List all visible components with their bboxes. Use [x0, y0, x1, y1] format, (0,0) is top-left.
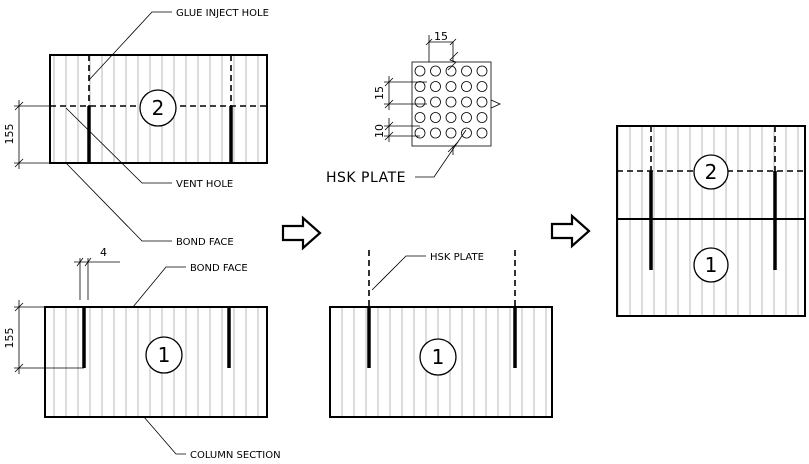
hsk-hole [430, 112, 441, 123]
dim-4-text: 4 [100, 246, 107, 259]
hsk-hole [461, 127, 472, 139]
block-1-number: 1 [158, 343, 171, 367]
combined-outline [616, 125, 806, 317]
hsk-hole [430, 127, 441, 139]
hsk-hole [476, 112, 488, 123]
hsk-hole [476, 81, 488, 92]
block-1-middle: 1 HSK PLATE [329, 250, 553, 418]
arrow-right-icon [281, 215, 322, 251]
column-section-callout: COLUMN SECTION [143, 416, 281, 461]
dim-15-horizontal-text: 15 [434, 30, 448, 43]
dimension-155-top: 155 [3, 100, 50, 169]
hsk-hole [461, 81, 472, 92]
hsk-hole [461, 96, 472, 108]
hsk-plate-detail-label: HSK PLATE [326, 170, 406, 186]
hsk-hole [414, 127, 426, 139]
hsk-hole [461, 112, 472, 123]
hsk-hole [476, 127, 488, 139]
hsk-holes-grid [414, 65, 488, 139]
block-1-lower: 1 [44, 306, 268, 418]
hsk-hole [414, 81, 426, 92]
hsk-hole [476, 96, 488, 108]
hsk-hole [445, 81, 457, 92]
block-1-middle-circle [419, 338, 457, 376]
combined-number-1: 1 [705, 253, 718, 277]
hsk-hole [476, 65, 488, 77]
dim-15-vertical-text: 15 [373, 86, 386, 100]
dim-10-text: 10 [373, 124, 386, 138]
block-1-outline [44, 306, 268, 418]
dim-155-bottom-text: 155 [3, 328, 16, 349]
combined-circle-2 [693, 154, 729, 190]
glue-inject-hole-label: GLUE INJECT HOLE [176, 8, 269, 19]
dimension-155-bottom: 155 [3, 300, 84, 374]
hsk-hole [445, 127, 457, 139]
block-2-outline [49, 54, 268, 164]
hsk-plate-middle-label: HSK PLATE [430, 252, 484, 263]
hsk-hole [414, 96, 426, 108]
hsk-hole [430, 65, 441, 77]
block-1-middle-number: 1 [432, 345, 445, 369]
vent-hole-label: VENT HOLE [176, 179, 233, 190]
hsk-hole [461, 65, 472, 77]
dim-155-top-text: 155 [3, 124, 16, 145]
hsk-hole [414, 112, 426, 123]
combined-column: 2 1 [616, 125, 806, 317]
combined-number-2: 2 [705, 160, 718, 184]
hsk-hole [445, 65, 457, 77]
combined-circle-1 [693, 247, 729, 283]
bond-face-top-label: BOND FACE [176, 237, 234, 248]
hsk-hole [445, 96, 457, 108]
bond-face-top-callout: BOND FACE [65, 162, 234, 248]
hsk-plate-detail: 15 15 10 HSK PLATE [326, 30, 501, 186]
hsk-hole [414, 65, 426, 77]
block-2-upper: 2 [49, 54, 268, 164]
block-1-circle [145, 336, 183, 374]
block-2-circle [139, 89, 177, 127]
vent-hole-callout: VENT HOLE [65, 107, 233, 190]
glue-inject-hole-callout: GLUE INJECT HOLE [88, 8, 269, 81]
hsk-hole [430, 96, 441, 108]
block-1-middle-outline [329, 306, 553, 418]
column-section-label: COLUMN SECTION [190, 450, 281, 461]
bond-face-bottom-label: BOND FACE [190, 263, 248, 274]
arrow-right-icon-2 [550, 213, 591, 249]
hsk-hole [430, 81, 441, 92]
bond-face-bottom-callout: BOND FACE [132, 263, 248, 308]
block-2-number: 2 [152, 96, 165, 120]
dimension-4: 4 [74, 246, 120, 300]
process-arrow-2 [550, 213, 591, 249]
hsk-hole [445, 112, 457, 123]
process-arrow-1 [281, 215, 322, 251]
